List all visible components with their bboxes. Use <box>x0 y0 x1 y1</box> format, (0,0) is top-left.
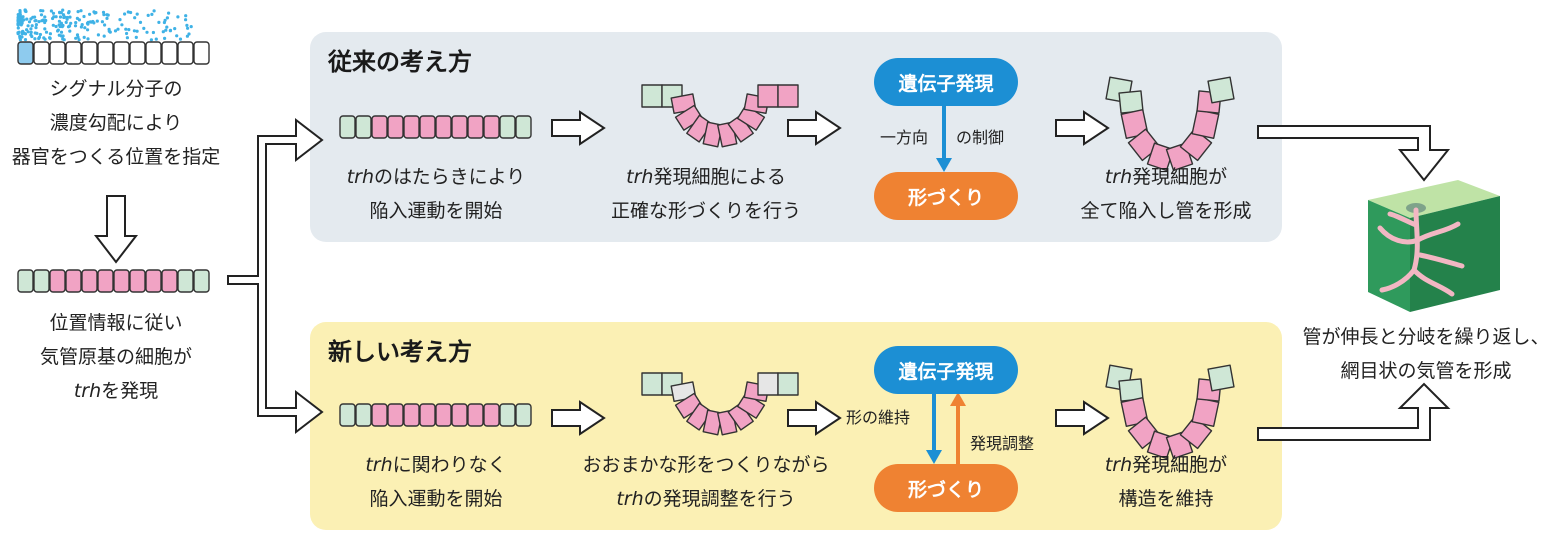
new-gene-expression-pill: 遺伝子発現 <box>874 346 1018 394</box>
signal-line-1: シグナル分子の <box>49 78 183 100</box>
new-step1-text: trhに関わりなく 陥入運動を開始 <box>365 454 507 510</box>
signal-molecule-dots <box>16 8 193 42</box>
old-step4-text: trh発現細胞が 全て陥入し管を形成 <box>1080 166 1252 222</box>
new-arrow-3 <box>1055 400 1110 436</box>
signal-cell-row <box>17 41 210 65</box>
old-to-result-arrow <box>1257 125 1451 182</box>
old-initial-row <box>339 115 532 139</box>
result-text: 管が伸長と分岐を繰り返し、 網目状の気管を形成 <box>1292 320 1560 388</box>
new-arrow-2 <box>787 400 842 436</box>
signal-gradient-text: シグナル分子の 濃度勾配により 器官をつくる位置を指定 <box>0 72 232 174</box>
result-line-1: 管が伸長と分岐を繰り返し、 <box>1302 326 1550 348</box>
old-step1-text: trhのはたらきにより 陥入運動を開始 <box>346 166 526 222</box>
old-gene-expression-pill: 遺伝子発現 <box>874 58 1018 106</box>
cell-rows <box>17 41 1235 460</box>
maintain-shape-arrow <box>926 392 942 464</box>
old-morphogenesis-pill: 形づくり <box>874 172 1018 220</box>
position-line-2: 気管原基の細胞が <box>39 346 192 368</box>
new-arrow-1 <box>551 400 606 436</box>
flow-arrows <box>93 110 1451 441</box>
old-control-right-label: の制御 <box>956 128 1005 147</box>
signal-line-3: 器官をつくる位置を指定 <box>11 146 221 168</box>
branch-arrow <box>227 117 324 435</box>
new-morphogenesis-pill: 形づくり <box>874 464 1018 512</box>
new-view-title: 新しい考え方 <box>328 338 472 366</box>
trh-expression-row <box>17 269 210 293</box>
result-line-2: 網目状の気管を形成 <box>1340 360 1512 382</box>
maintain-shape-label: 形の維持 <box>846 408 911 427</box>
old-arrow-2 <box>787 110 842 146</box>
conventional-view-title: 従来の考え方 <box>328 48 472 76</box>
new-invagination <box>641 372 799 436</box>
position-line-1: 位置情報に従い <box>49 312 183 334</box>
signal-line-2: 濃度勾配により <box>49 112 183 134</box>
new-to-result-arrow <box>1257 382 1451 441</box>
old-invagination <box>641 84 799 148</box>
position-info-text: 位置情報に従い 気管原基の細胞が trhを発現 <box>0 306 232 408</box>
old-step2-text: trh発現細胞による 正確な形づくりを行う <box>610 166 801 222</box>
one-way-control-arrow <box>936 104 952 172</box>
regulate-expression-arrow <box>950 392 966 466</box>
regulate-expression-label: 発現調整 <box>970 434 1035 453</box>
new-tube <box>1106 365 1235 460</box>
new-step4-text: trh発現細胞が 構造を維持 <box>1104 454 1228 510</box>
new-initial-row <box>339 403 532 427</box>
old-tube <box>1106 77 1235 172</box>
tracheal-network-block <box>1368 180 1500 312</box>
old-arrow-3 <box>1055 110 1110 146</box>
new-step2-text: おおまかな形をつくりながら trhの発現調整を行う <box>582 454 830 510</box>
old-arrow-1 <box>551 110 606 146</box>
old-control-left-label: 一方向 <box>880 128 929 147</box>
signal-to-position-arrow <box>93 195 139 264</box>
position-line-3: trhを発現 <box>73 380 159 402</box>
